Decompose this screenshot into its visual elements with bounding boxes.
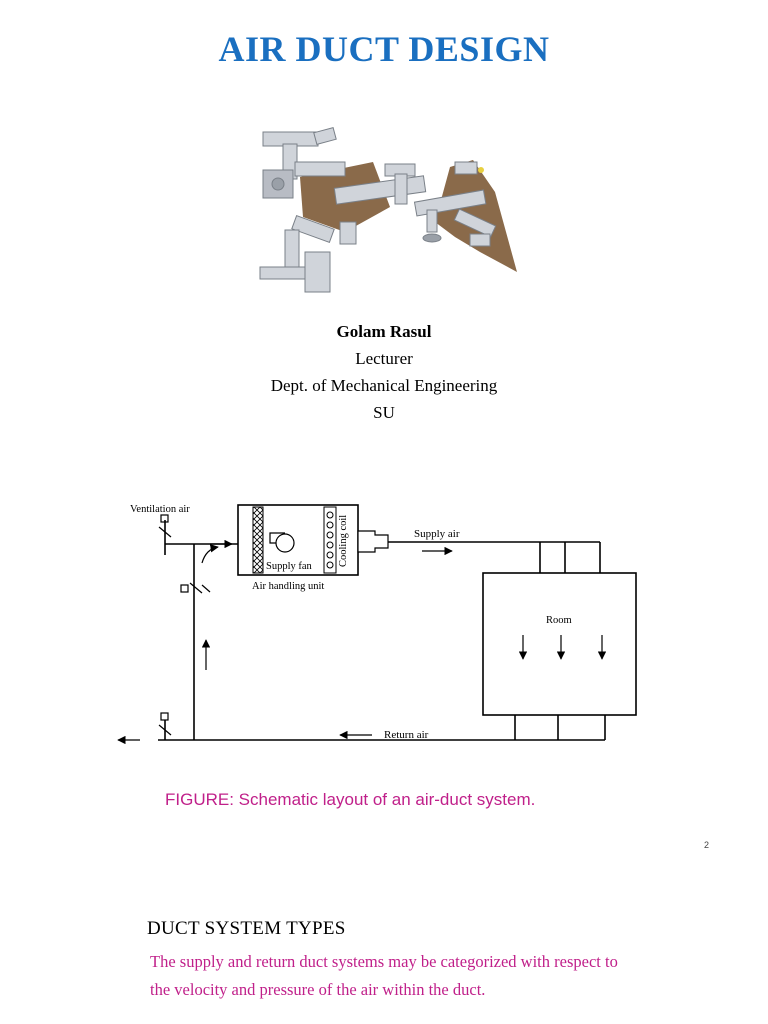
label-return-air: Return air [384,729,429,741]
room [482,572,637,716]
floor-slab-right [435,160,517,272]
label-room: Room [546,615,572,626]
mix-arrow [201,544,219,564]
air-duct-schematic: Ventilation air Supply air Supply fan Co… [117,504,637,745]
cooling-coil-icon [323,506,337,574]
label-supply-fan: Supply fan [266,561,313,572]
duct-network [259,127,497,293]
damper-icons [158,514,211,736]
fan-outlet [357,530,389,553]
document-title: AIR DUCT DESIGN [218,29,550,69]
author-role: Lecturer [355,349,413,368]
supply-fan-icon [269,532,295,553]
author-name: Golam Rasul [336,322,432,341]
author-department: Dept. of Mechanical Engineering [270,376,498,395]
label-ventilation-air: Ventilation air [130,504,190,515]
author-block: Golam Rasul Lecturer Dept. of Mechanical… [0,318,768,426]
page-number: 2 [704,840,710,850]
light-fixture [478,167,484,173]
air-duct-illustration [259,127,517,293]
label-air-handling-unit: Air handling unit [252,581,324,592]
section-paragraph: The supply and return duct systems may b… [150,952,618,999]
author-institution: SU [373,403,395,422]
figure-caption: FIGURE: Schematic layout of an air-duct … [165,790,536,809]
label-supply-air: Supply air [414,528,460,540]
label-cooling-coil: Cooling coil [338,515,349,567]
section-heading: DUCT SYSTEM TYPES [147,918,346,939]
filter-bank [252,506,264,574]
